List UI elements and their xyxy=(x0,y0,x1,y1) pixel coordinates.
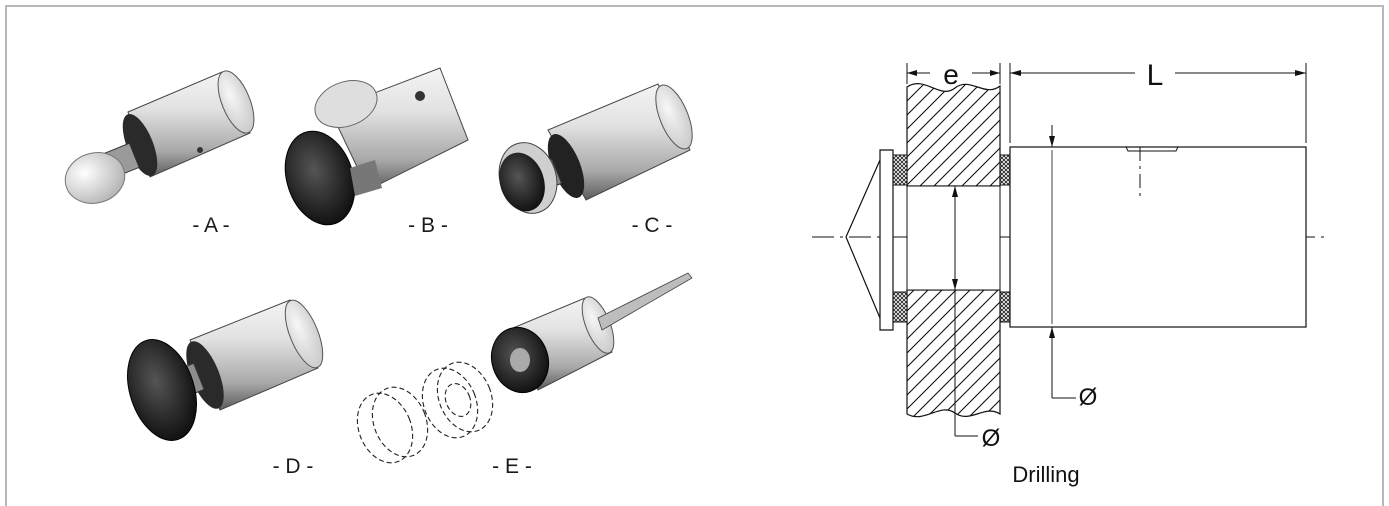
barrel-body xyxy=(1009,146,1307,328)
head-cone xyxy=(845,159,881,319)
head-cap xyxy=(879,149,894,331)
diameter-outer-symbol: Ø xyxy=(1079,384,1098,411)
drilling-caption: Drilling xyxy=(1012,462,1079,487)
product-b-illustration xyxy=(284,67,469,226)
image-frame xyxy=(5,5,1384,506)
dimension-L xyxy=(1009,63,1307,143)
seal-right-bottom xyxy=(999,291,1011,323)
caption-b: - B - xyxy=(408,214,448,237)
seal-left-bottom xyxy=(892,291,908,323)
product-d-illustration xyxy=(127,299,324,441)
diameter-drilling-symbol: Ø xyxy=(982,425,1001,452)
dim-e-label: e xyxy=(943,59,959,90)
product-a-illustration xyxy=(64,70,255,204)
caption-d: - D - xyxy=(273,455,314,478)
dim-L-label: L xyxy=(1147,59,1164,92)
dimension-drilling-diameter xyxy=(952,186,978,437)
product-c-illustration xyxy=(498,83,693,214)
caption-a: - A - xyxy=(192,214,229,237)
dimension-outer-diameter xyxy=(1049,125,1076,399)
drilling-hole xyxy=(906,185,1001,291)
dimension-e xyxy=(906,63,1001,84)
glass-panel-upper xyxy=(906,83,1001,187)
glass-panel-lower xyxy=(906,289,1001,418)
caption-c: - C - xyxy=(632,214,673,237)
caption-e: - E - xyxy=(492,455,532,478)
seal-right-top xyxy=(999,154,1011,186)
seal-left-top xyxy=(892,154,908,186)
product-e-illustration xyxy=(356,272,693,464)
